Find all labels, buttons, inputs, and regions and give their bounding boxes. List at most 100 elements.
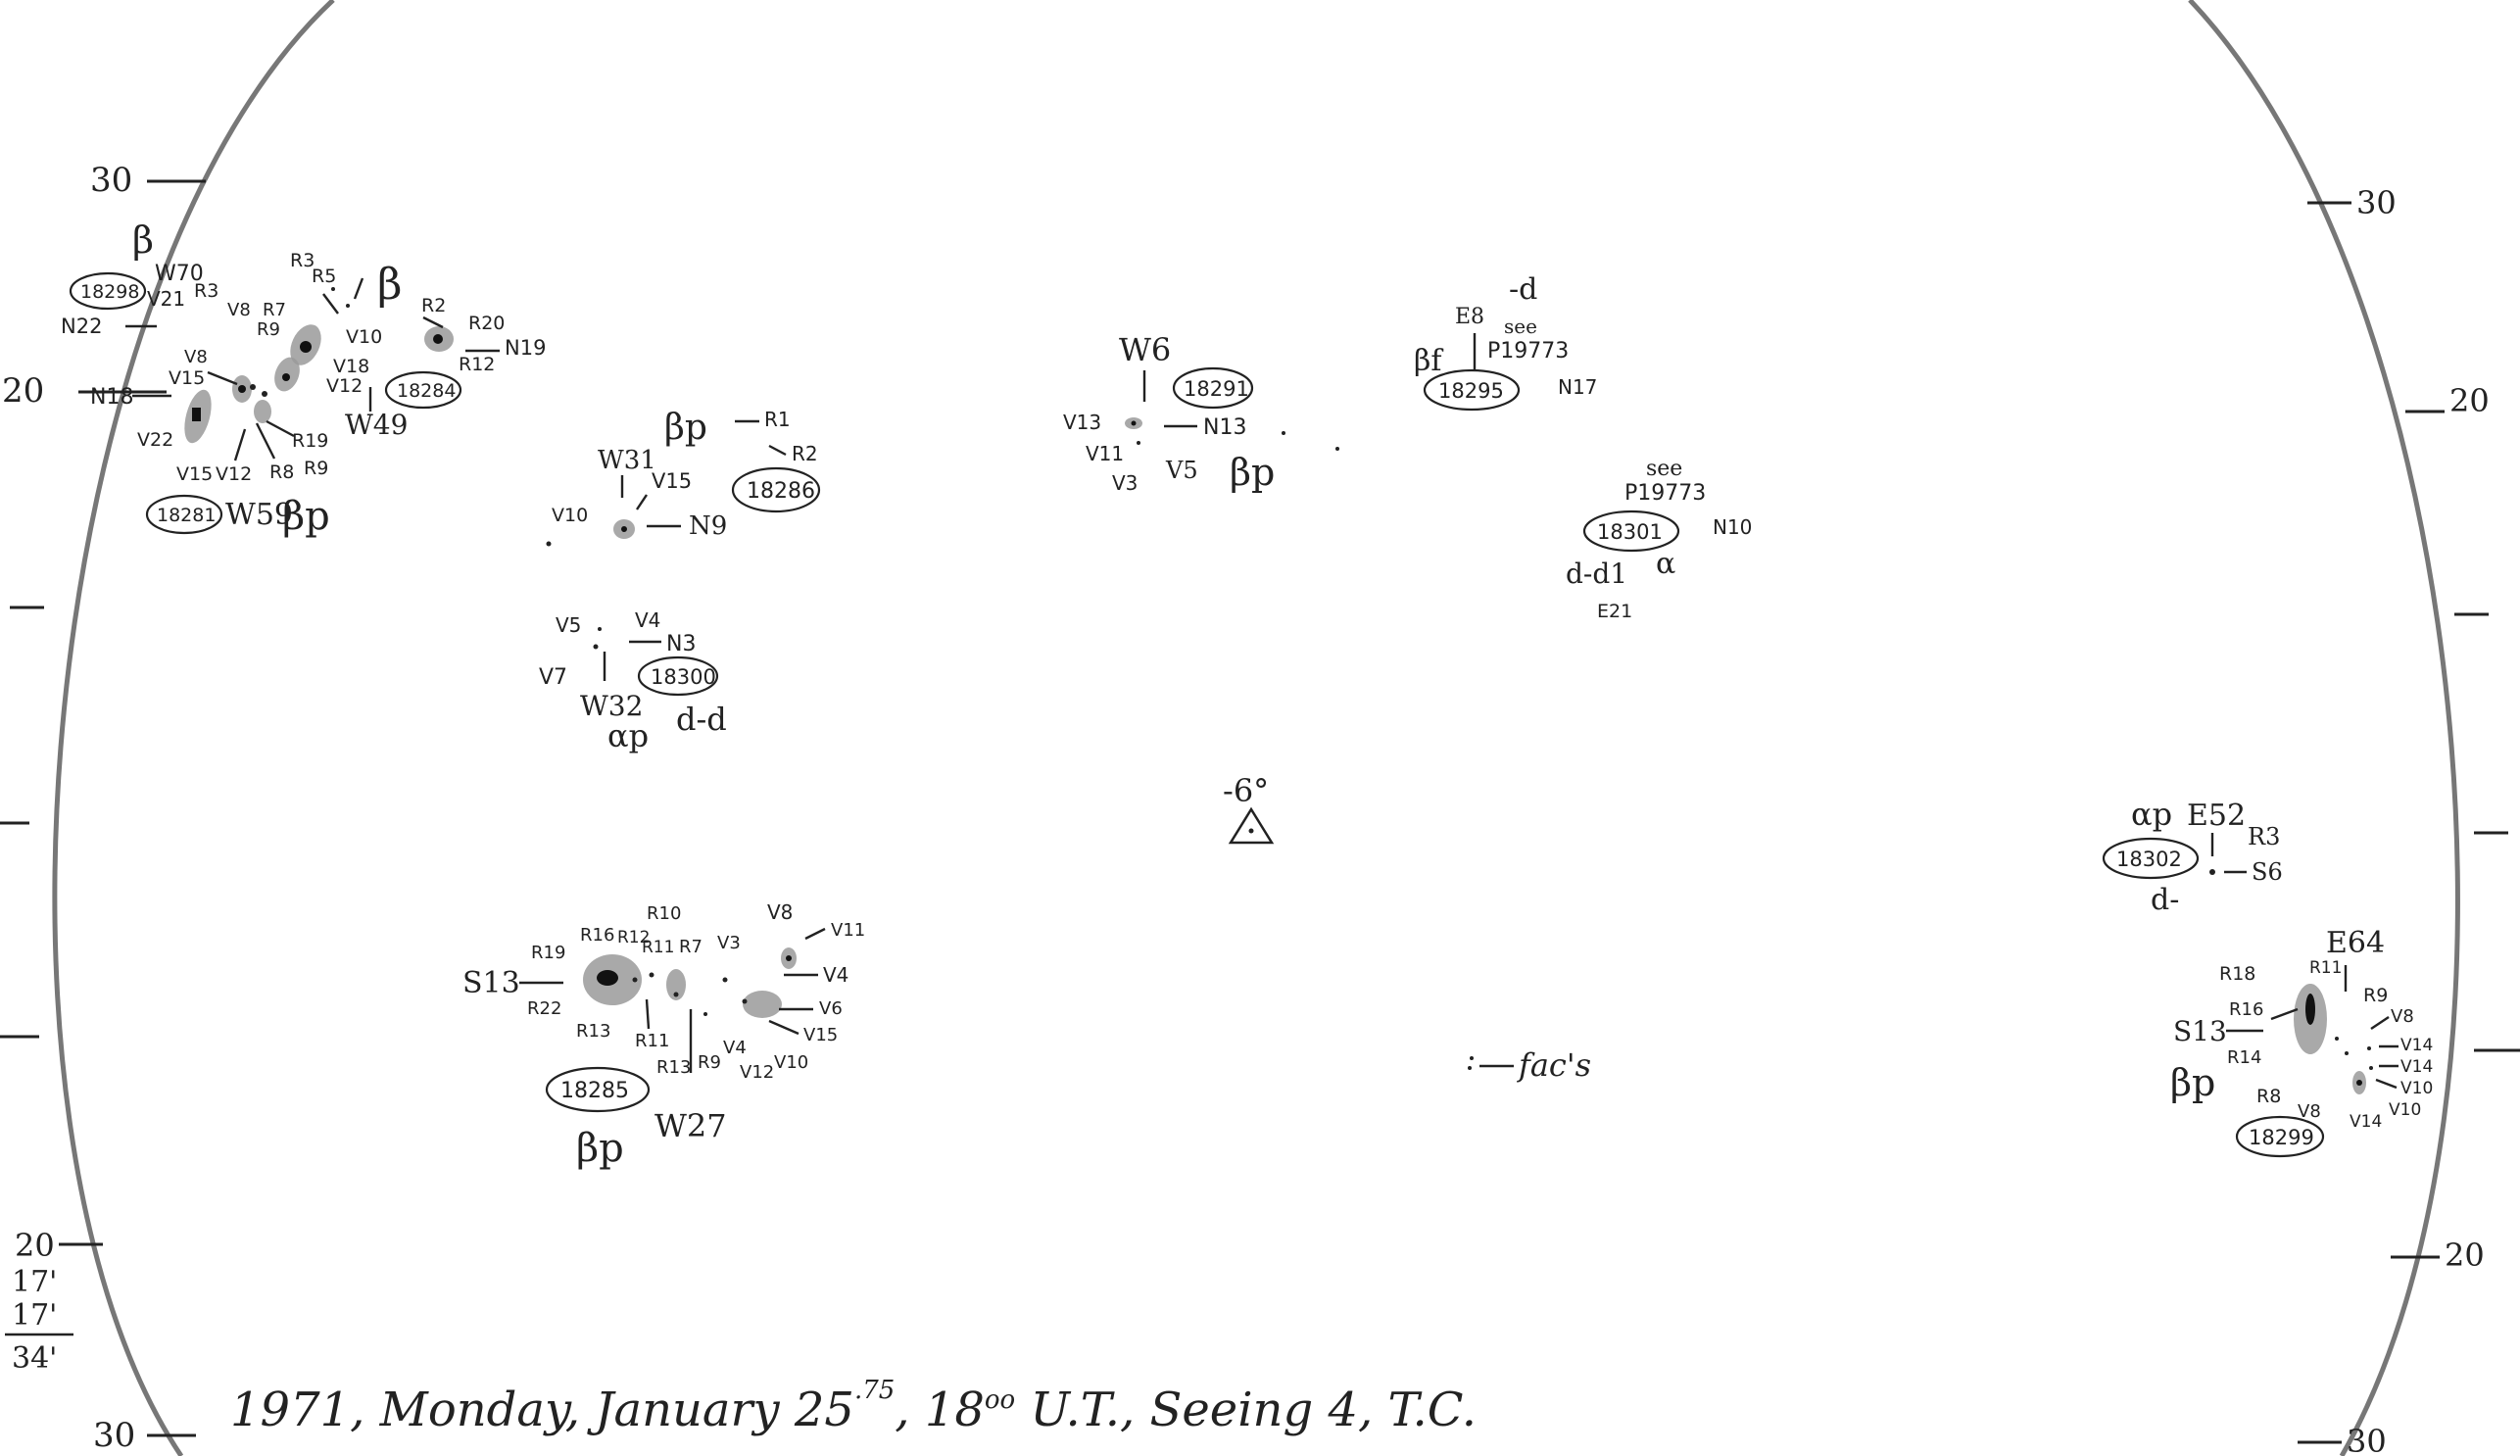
region-18284-r12: R12	[459, 354, 495, 375]
region-18291-v3: V3	[1112, 471, 1138, 495]
region-18291-v13: V13	[1063, 411, 1101, 434]
region-18299-umbra-leader	[2305, 994, 2315, 1025]
region-18299-lead-4	[2375, 1078, 2398, 1090]
region-18286-n: N9	[689, 511, 727, 541]
region-18299-pore-4	[2369, 1066, 2373, 1070]
region-18299-pore-3	[2367, 1046, 2371, 1050]
region-18291-w: W6	[1119, 331, 1171, 368]
region-18295-number: 18295	[1438, 379, 1504, 403]
region-18291: W6 18291 V13 N13 V11 V3 V5 βp	[1063, 331, 1339, 495]
region-18285-v8: V8	[767, 900, 793, 924]
region-18291-pore-1	[1137, 441, 1140, 445]
region-18299-umbra-f	[2356, 1080, 2362, 1086]
region-18281-umbra-p	[192, 408, 201, 421]
region-18300-v5: V5	[556, 613, 581, 637]
region-18302-class: αp	[2131, 796, 2172, 833]
region-18281-r8: R8	[269, 461, 294, 483]
region-18291-number: 18291	[1184, 377, 1249, 401]
region-18285-s: S13	[462, 966, 520, 1000]
region-18285-v6: V6	[819, 998, 843, 1019]
region-18281-penumbra-m2	[254, 400, 271, 423]
faculae-label: fac's	[1517, 1046, 1591, 1084]
region-18284-r20: R20	[468, 313, 505, 334]
caption-time: , 18	[895, 1383, 985, 1437]
region-18285-lead-4	[768, 1019, 800, 1036]
region-18285-penumbra-f1	[743, 991, 782, 1018]
region-18284-r5: R5	[312, 266, 336, 287]
region-18284-oval	[384, 370, 462, 410]
region-18281-number: 18281	[157, 505, 216, 526]
region-18286-v10: V10	[552, 505, 588, 526]
region-18301-n: N10	[1713, 515, 1752, 539]
region-18285-lead-1	[804, 927, 826, 941]
region-18285: S13 R19 R16 R12 R11 R10 R7 V3 V8 V11 V4 …	[462, 900, 865, 1171]
center-triangle-dot	[1248, 828, 1254, 834]
region-18299-v10a: V10	[2400, 1079, 2433, 1098]
region-18291-v11: V11	[1086, 442, 1124, 465]
faculae-note: fac's	[1468, 1046, 1591, 1084]
left-label-m20: 20	[15, 1227, 55, 1264]
region-18299-r18: R18	[2219, 963, 2255, 985]
region-18298-number: 18298	[80, 281, 139, 303]
region-18281-r19: R19	[292, 430, 328, 452]
region-18281-umbra-m1	[238, 385, 246, 393]
region-18281-lead-3	[266, 419, 295, 438]
region-18302-r3: R3	[2248, 823, 2280, 850]
region-18300-number: 18300	[651, 665, 716, 689]
region-18295-n: N17	[1558, 375, 1597, 399]
region-18281-w: W59	[225, 498, 293, 532]
region-18285-r9: R9	[698, 1052, 721, 1073]
caption-date-sup: .75	[854, 1376, 895, 1405]
region-18299-oval	[2235, 1115, 2325, 1158]
region-18281-v12: V12	[216, 463, 252, 485]
region-18284-n19: N19	[505, 336, 546, 360]
region-18295-oval	[1423, 368, 1521, 412]
region-18301-mag: d-d1	[1566, 558, 1627, 590]
region-18301-p: P19773	[1624, 481, 1706, 506]
region-18295-class: βf	[1414, 344, 1443, 378]
region-18281: N18 V22 V15 V12 R8 R9 R19 V15 V8 18281 W…	[90, 347, 330, 539]
region-18298-r: R3	[194, 280, 218, 302]
region-18284-lead-2	[353, 277, 364, 300]
region-18299-v8a: V8	[2391, 1006, 2414, 1027]
region-18299-v10b: V10	[2389, 1100, 2421, 1120]
region-18285-pore-3	[673, 992, 679, 997]
region-18302-oval	[2102, 837, 2200, 880]
region-18281-class: βp	[282, 494, 330, 539]
region-18285-v4b: V4	[723, 1038, 747, 1058]
region-18299-r14: R14	[2227, 1047, 2261, 1068]
region-18286-r2: R2	[792, 442, 818, 465]
tally-a: 17'	[12, 1265, 57, 1299]
region-18281-n: N18	[90, 385, 133, 410]
region-18281-pore-1	[250, 384, 256, 390]
tally-sum: 34'	[12, 1341, 57, 1376]
tally-b: 17'	[12, 1298, 57, 1333]
region-18281-lead-4	[207, 370, 238, 386]
region-18302: αp E52 18302 R3 S6 d-	[2102, 796, 2283, 917]
left-label-30: 30	[90, 161, 132, 200]
region-18298-n: N22	[61, 315, 102, 338]
region-18299-e: E64	[2326, 926, 2385, 960]
region-18281-v15b: V15	[169, 367, 205, 389]
caption-end: U.T., Seeing 4, T.C.	[1015, 1383, 1477, 1437]
region-18285-v12: V12	[740, 1062, 774, 1083]
region-18302-s6: S6	[2252, 858, 2283, 886]
region-18281-v15a: V15	[176, 463, 213, 485]
region-18286-umbra	[621, 526, 627, 532]
region-18284-pore-1	[331, 287, 335, 291]
region-18286-class: βp	[664, 408, 707, 448]
region-18295-mag: -d	[1509, 272, 1537, 307]
region-18291-v5: V5	[1165, 457, 1198, 484]
region-18291-pore-2	[1282, 431, 1285, 435]
region-18295-p: P19773	[1487, 339, 1569, 364]
region-18286-r1: R1	[764, 408, 791, 431]
region-18299-s: S13	[2173, 1015, 2227, 1047]
region-18285-r19: R19	[531, 943, 565, 963]
region-18301: see P19773 18301 N10 d-d1 α E21	[1566, 457, 1752, 622]
faculae-dot-2	[1468, 1066, 1472, 1070]
region-18281-lead-1	[233, 428, 247, 461]
region-18285-r7: R7	[679, 937, 703, 957]
region-18281-lead-2	[255, 422, 276, 460]
region-18300-v4: V4	[635, 608, 660, 632]
region-18299-r16: R16	[2229, 999, 2263, 1020]
